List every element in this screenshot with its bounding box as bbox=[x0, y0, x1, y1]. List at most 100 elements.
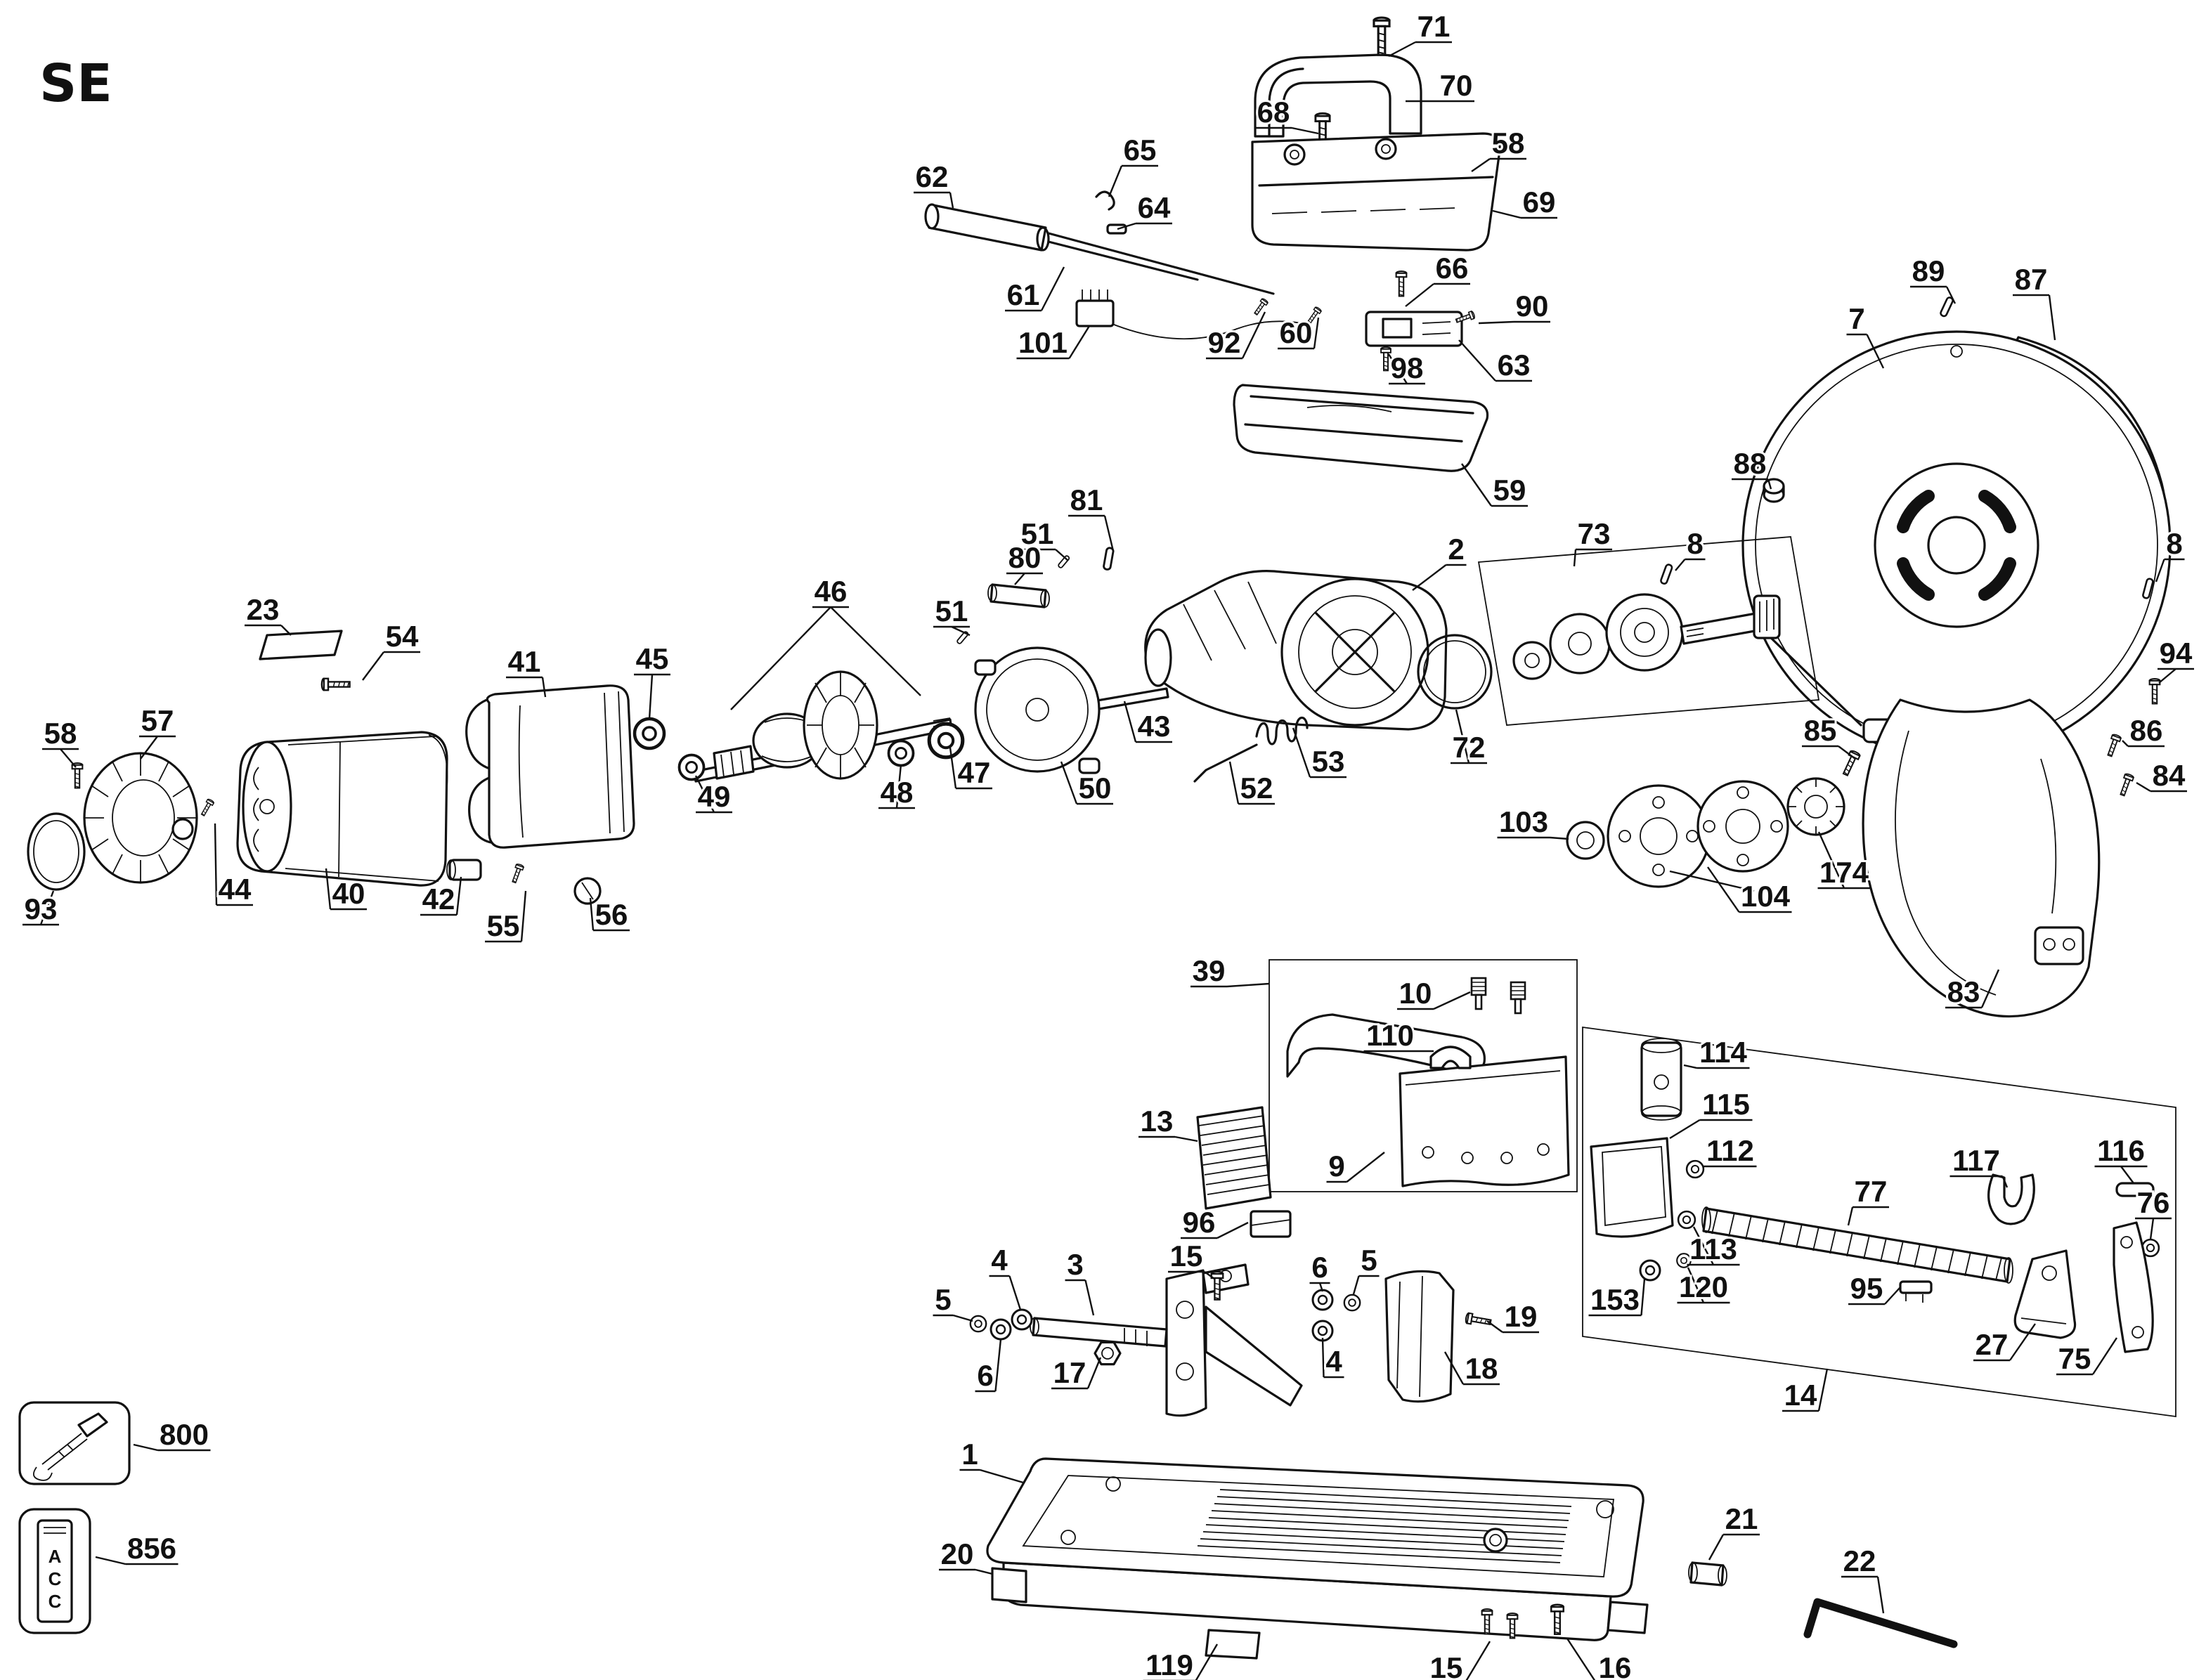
hex-wrench-22-drawing bbox=[1803, 1598, 1958, 1648]
leader-line-55 bbox=[520, 890, 527, 942]
screw-58-left-drawing bbox=[71, 762, 84, 789]
callout-22: 22 bbox=[1843, 1544, 1876, 1577]
callout-98: 98 bbox=[1391, 351, 1424, 384]
callout-112: 112 bbox=[1706, 1134, 1754, 1167]
page-title: SE bbox=[39, 53, 112, 114]
callout-1: 1 bbox=[961, 1438, 978, 1471]
washer-113-drawing bbox=[1677, 1210, 1696, 1230]
washer-112-drawing bbox=[1685, 1159, 1705, 1179]
callout-58: 58 bbox=[44, 717, 77, 750]
leader-line-57 bbox=[140, 736, 158, 760]
leader-line-39 bbox=[1226, 982, 1270, 988]
callout-119: 119 bbox=[1146, 1648, 1193, 1680]
accessory-800-drawing bbox=[32, 1412, 108, 1481]
callout-27: 27 bbox=[1975, 1328, 2009, 1361]
loop-93-drawing bbox=[27, 812, 86, 891]
leader-line-51 bbox=[951, 625, 971, 637]
leader-line-19 bbox=[1486, 1320, 1503, 1333]
leader-line-104 bbox=[1707, 866, 1740, 913]
callout-9: 9 bbox=[1328, 1150, 1344, 1183]
screw-19-drawing bbox=[1464, 1312, 1493, 1329]
callout-50: 50 bbox=[1079, 771, 1112, 805]
spring-kit-box bbox=[1582, 1026, 2176, 1418]
extra-leader-2 bbox=[1669, 870, 1755, 892]
leader-line-90 bbox=[1478, 320, 1514, 325]
callout-75: 75 bbox=[2058, 1342, 2091, 1375]
callout-87: 87 bbox=[2015, 263, 2048, 296]
leader-line-64 bbox=[1117, 222, 1136, 230]
callout-90: 90 bbox=[1516, 289, 1549, 323]
leader-line-93 bbox=[39, 890, 55, 925]
screw-92-drawing bbox=[1252, 297, 1269, 317]
leader-line-63 bbox=[1458, 339, 1496, 382]
callout-856: 856 bbox=[127, 1532, 176, 1565]
leader-line-45 bbox=[648, 674, 654, 720]
leader-line-77 bbox=[1847, 1206, 1854, 1226]
lever-52-drawing bbox=[1193, 743, 1258, 783]
callout-110: 110 bbox=[1366, 1019, 1414, 1052]
leader-line-65 bbox=[1108, 165, 1123, 197]
leader-line-174 bbox=[1817, 831, 1845, 889]
callout-116: 116 bbox=[2097, 1134, 2145, 1167]
leader-line-23 bbox=[280, 625, 292, 636]
callout-20: 20 bbox=[941, 1537, 974, 1570]
leader-line-13 bbox=[1174, 1135, 1198, 1142]
spindle-kit-box bbox=[1477, 536, 1820, 726]
accessory-800-box bbox=[18, 1401, 131, 1485]
callout-2: 2 bbox=[1448, 533, 1464, 566]
callout-19: 19 bbox=[1505, 1300, 1538, 1333]
leader-line-54 bbox=[362, 651, 384, 681]
callout-69: 69 bbox=[1523, 185, 1556, 219]
leader-line-8 bbox=[1675, 559, 1686, 571]
shoe-plate-drawing bbox=[1233, 384, 1489, 472]
leader-line-2 bbox=[1412, 564, 1447, 591]
leader-line-89 bbox=[1945, 286, 1957, 304]
callout-8: 8 bbox=[1687, 527, 1703, 560]
callout-113: 113 bbox=[1689, 1232, 1737, 1265]
inner-guard-drawing bbox=[1862, 698, 2101, 1018]
leader-line-4 bbox=[1321, 1337, 1325, 1378]
plate-75-drawing bbox=[2113, 1221, 2154, 1353]
leader-line-40 bbox=[325, 868, 332, 910]
switch-drawing bbox=[1365, 311, 1463, 347]
leader-line-800 bbox=[133, 1443, 158, 1452]
callout-23: 23 bbox=[247, 593, 280, 626]
callout-59: 59 bbox=[1493, 474, 1526, 507]
leader-line-98 bbox=[1387, 353, 1408, 384]
leader-line-84 bbox=[2136, 781, 2151, 793]
leader-line-115 bbox=[1669, 1119, 1701, 1140]
bearing-49-drawing bbox=[677, 753, 706, 781]
callout-48: 48 bbox=[881, 776, 914, 809]
leader-line-49 bbox=[694, 775, 715, 813]
leader-line-10 bbox=[1433, 991, 1471, 1010]
callout-10: 10 bbox=[1399, 977, 1432, 1010]
leader-line-81 bbox=[1103, 515, 1115, 552]
leader-line-5 bbox=[953, 1314, 973, 1322]
callout-3: 3 bbox=[1067, 1248, 1083, 1281]
pin-116-drawing bbox=[2115, 1182, 2155, 1197]
leader-line-101 bbox=[1068, 325, 1091, 359]
leader-line-153 bbox=[1640, 1278, 1646, 1316]
leader-line-21 bbox=[1708, 1534, 1725, 1561]
spring-53-drawing bbox=[1255, 716, 1309, 745]
leader-line-8 bbox=[2155, 559, 2165, 582]
callout-5: 5 bbox=[935, 1283, 951, 1316]
callout-44: 44 bbox=[219, 873, 252, 906]
callout-77: 77 bbox=[1855, 1175, 1888, 1208]
leader-line-7 bbox=[1866, 334, 1885, 369]
leader-line-18 bbox=[1443, 1351, 1465, 1385]
vise-bracket-drawing bbox=[1165, 1263, 1303, 1417]
callout-56: 56 bbox=[595, 898, 628, 931]
bearing-45-drawing bbox=[635, 719, 664, 748]
callout-73: 73 bbox=[1578, 517, 1611, 550]
foot-rear-drawing bbox=[1607, 1601, 1649, 1634]
callout-58: 58 bbox=[1492, 126, 1525, 159]
leader-line-6 bbox=[1318, 1282, 1324, 1292]
screw-66-drawing bbox=[1395, 271, 1408, 297]
callout-6: 6 bbox=[977, 1359, 993, 1392]
leader-line-103 bbox=[1550, 836, 1569, 840]
leader-line-66 bbox=[1405, 283, 1434, 307]
callout-5: 5 bbox=[1361, 1244, 1377, 1277]
leader-line-88 bbox=[1767, 478, 1772, 490]
callout-84: 84 bbox=[2153, 759, 2186, 792]
